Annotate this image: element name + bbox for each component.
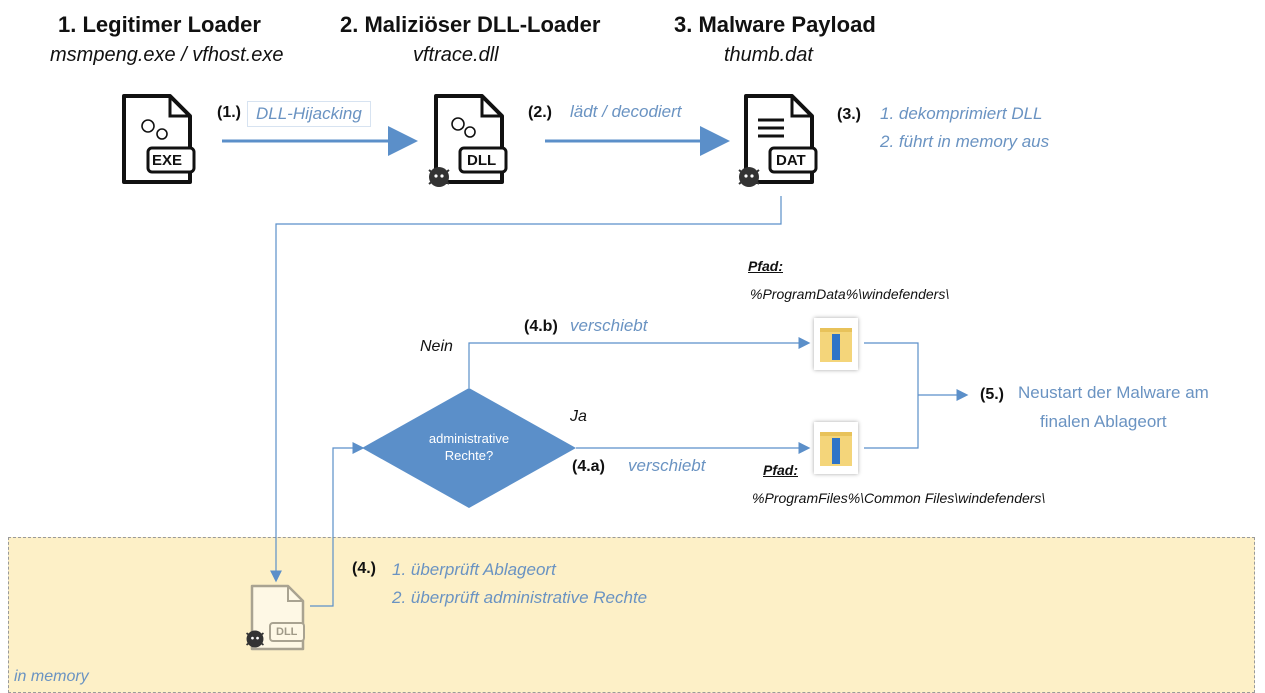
decision-no-label: Nein — [420, 338, 453, 355]
step-3-item-1: 1. dekomprimiert DLL — [880, 104, 1043, 123]
decision-line-2: Rechte? — [444, 448, 494, 463]
memory-dll-badge: DLL — [276, 626, 298, 638]
in-memory-region — [8, 537, 1255, 693]
stage-3-file: thumb.dat — [724, 44, 813, 66]
step-3-item-2: 2. führt in memory aus — [880, 132, 1050, 151]
step-1-number: (1.) — [217, 104, 241, 121]
memory-dll-icon: DLL — [248, 583, 308, 655]
malware-bug-icon — [244, 628, 266, 655]
path-label-top: Pfad: — [748, 258, 783, 274]
step-3-number: (3.) — [837, 106, 861, 123]
step-4-number: (4.) — [352, 560, 376, 577]
step-4a-label: verschiebt — [628, 456, 706, 475]
dll-badge: DLL — [467, 152, 497, 169]
stage-2-file: vftrace.dll — [413, 44, 499, 66]
step-5-number: (5.) — [980, 386, 1004, 403]
step-2-number: (2.) — [528, 104, 552, 121]
step-1-label: DLL-Hijacking — [247, 101, 371, 127]
step-4b-number: (4.b) — [524, 318, 558, 335]
stage-1-title: 1. Legitimer Loader — [58, 12, 261, 37]
path-label-bottom: Pfad: — [763, 462, 798, 478]
dat-file-icon: DAT — [738, 92, 818, 192]
step-2-label: lädt / decodiert — [570, 102, 682, 121]
exe-file-icon: EXE — [118, 92, 196, 188]
decision-text: administrative Rechte? — [400, 430, 538, 464]
path-bottom: %ProgramFiles%\Common Files\windefenders… — [752, 490, 1046, 506]
path-top: %ProgramData%\windefenders\ — [750, 286, 950, 302]
decision-line-1: administrative — [428, 431, 510, 446]
step-5-line-2: finalen Ablageort — [1040, 412, 1167, 431]
dll-file-icon: DLL — [428, 92, 508, 192]
line-to-decision — [310, 442, 365, 607]
step-4-item-2: 2. überprüft administrative Rechte — [392, 588, 648, 607]
folder-icon — [814, 318, 858, 370]
in-memory-label: in memory — [14, 668, 89, 685]
step-4-item-1: 1. überprüft Ablageort — [392, 560, 556, 579]
stage-3-title: 3. Malware Payload — [674, 12, 876, 37]
stage-1-file: msmpeng.exe / vfhost.exe — [50, 44, 284, 66]
exe-badge: EXE — [152, 152, 183, 169]
step-4a-number: (4.a) — [572, 458, 605, 475]
dat-badge: DAT — [776, 152, 806, 169]
folder-icon — [814, 422, 858, 474]
decision-diamond — [362, 388, 576, 508]
malware-bug-icon — [736, 164, 762, 195]
decision-yes-label: Ja — [570, 408, 587, 425]
stage-2-title: 2. Maliziöser DLL-Loader — [340, 12, 601, 37]
malware-bug-icon — [426, 164, 452, 195]
line-merge — [864, 342, 919, 449]
line-to-memory — [270, 196, 782, 583]
line-no — [468, 337, 811, 388]
step-5-line-1: Neustart der Malware am — [1018, 383, 1209, 402]
step-4b-label: verschiebt — [570, 316, 648, 335]
